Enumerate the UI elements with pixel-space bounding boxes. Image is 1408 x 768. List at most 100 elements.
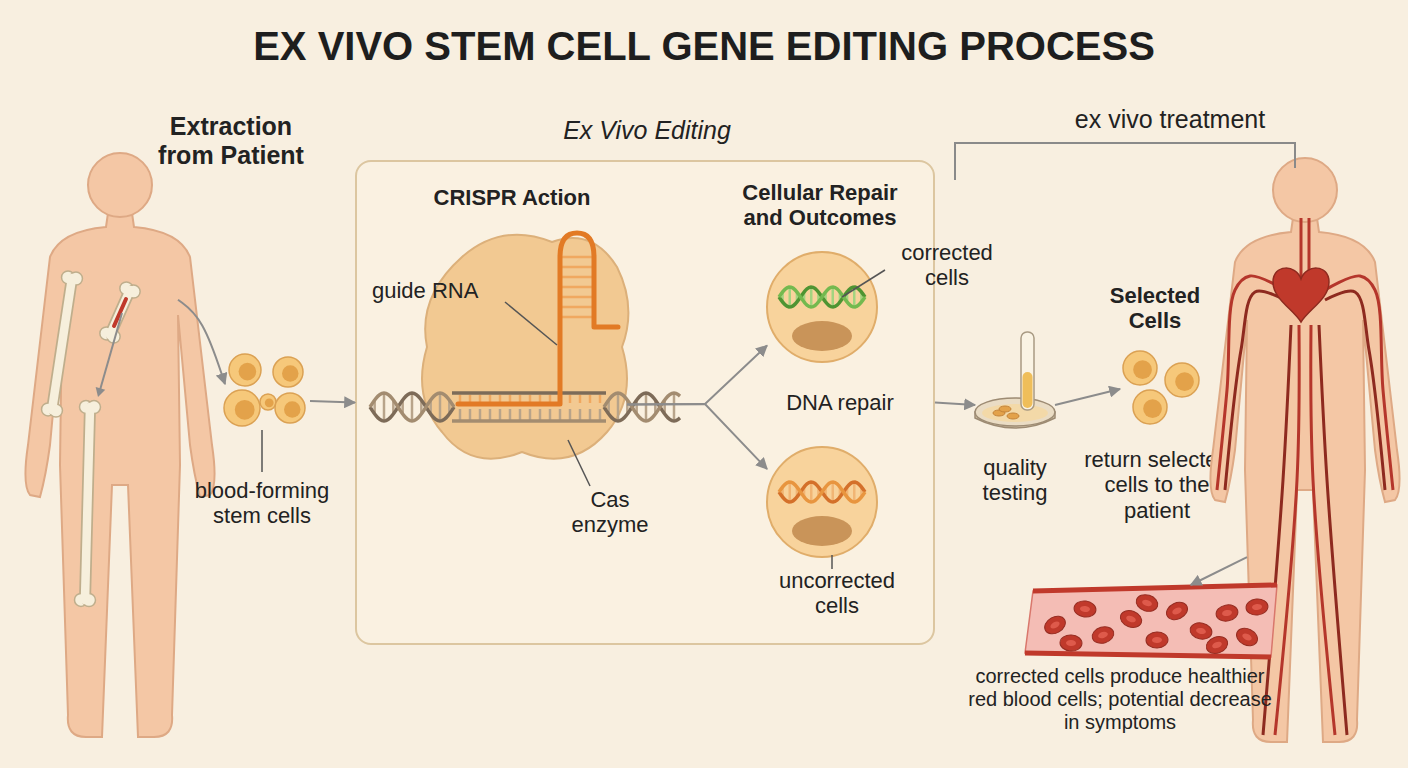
blood-vessel	[1263, 325, 1291, 735]
dna-rung	[589, 409, 592, 420]
dna-rung	[499, 409, 502, 420]
dna-rung	[529, 409, 532, 420]
step-heading: CRISPR Action	[402, 185, 622, 210]
cell-body	[1073, 600, 1097, 619]
leader-line	[568, 440, 590, 486]
bone-outline	[52, 278, 72, 410]
blood-vessel	[1217, 276, 1285, 490]
dna-strand	[452, 419, 606, 423]
section-heading: ex vivo treatment	[1050, 105, 1290, 134]
cell-body	[767, 447, 877, 557]
patient-figure: Extraction from Patient	[62, 153, 178, 740]
cell-nucleus	[1175, 372, 1194, 391]
rna-pair	[569, 395, 572, 403]
cell-center	[1195, 627, 1206, 635]
vessel-wall	[1033, 585, 1277, 591]
body-head	[1273, 158, 1337, 222]
heart-symbol	[1273, 268, 1329, 322]
shape-outline	[422, 227, 627, 467]
dna-rung	[509, 409, 512, 420]
stem-cell	[229, 354, 261, 386]
flow-arrow	[178, 300, 225, 384]
leader-line	[505, 302, 557, 345]
rna-pair	[560, 316, 594, 319]
dna-rung	[789, 287, 792, 307]
dna-strand	[604, 393, 680, 421]
dna-rung	[810, 287, 813, 307]
dish-rim	[975, 398, 1055, 426]
section-heading: Ex Vivo Editing	[547, 116, 747, 145]
stem-cell-cluster	[224, 354, 305, 472]
cell-nucleus	[282, 365, 299, 382]
cell-circle: uncorrected cells	[767, 447, 877, 557]
cell-body	[1090, 624, 1116, 645]
stem-cell	[1165, 363, 1199, 397]
cell-circle: corrected cells	[767, 252, 877, 362]
bracket	[955, 143, 1295, 180]
dna-rung	[673, 393, 676, 421]
dna-rung	[599, 409, 602, 420]
leader-line	[842, 270, 885, 297]
red-blood-cell	[1090, 624, 1116, 645]
test-tube	[1021, 332, 1034, 410]
stem-cell	[1133, 390, 1167, 424]
cell-body	[1134, 592, 1160, 614]
vessel-lumen	[1025, 585, 1277, 657]
blood-vessel-section	[1025, 585, 1277, 657]
body-head	[88, 153, 152, 217]
cell-body	[1118, 608, 1144, 631]
corrected-cell	[767, 252, 877, 362]
bone-symbol	[100, 282, 140, 343]
cell-body	[1204, 634, 1230, 657]
cell-body	[1215, 603, 1240, 623]
cell-colony	[999, 406, 1011, 412]
rna-pair	[560, 276, 594, 279]
cell-body	[1164, 599, 1191, 623]
dna-rung	[789, 482, 792, 502]
shape-outline	[225, 350, 310, 435]
bone-shaft	[52, 278, 72, 410]
shape-outline	[62, 153, 178, 740]
crispr-complex: CRISPR Action	[422, 227, 627, 467]
dish-medium	[982, 404, 1048, 422]
flow-arrow	[1055, 389, 1120, 405]
cell-colony	[1007, 413, 1019, 419]
stem-cell	[224, 390, 260, 426]
shape-outline	[975, 380, 1055, 430]
dna-rung	[832, 482, 835, 502]
dna-rung	[579, 409, 582, 420]
rna-pair	[560, 296, 594, 299]
cell-nucleus	[284, 401, 301, 418]
rna-pair	[599, 395, 602, 403]
petri-dish: quality testing	[975, 380, 1055, 430]
cell-nucleus	[235, 400, 255, 420]
dna-rung	[549, 409, 552, 420]
cell-cluster: Selected Cellsreturn selected cells to t…	[1120, 345, 1205, 425]
cell-center	[1152, 637, 1162, 643]
cell-body	[1060, 634, 1083, 651]
cell-nucleus	[1133, 360, 1152, 379]
dna-strand	[452, 391, 606, 395]
dna-rung	[539, 409, 542, 420]
selected-cell-cluster	[1123, 351, 1199, 424]
red-blood-cell	[1245, 598, 1269, 616]
flow-arrow	[935, 403, 975, 406]
dna-strand	[370, 393, 454, 421]
cell-center	[1066, 640, 1076, 647]
dna-strand	[370, 393, 454, 421]
cell-body	[1041, 613, 1068, 638]
leader-line	[261, 430, 263, 472]
cell-center	[1080, 605, 1091, 612]
flow-arrow	[627, 404, 767, 469]
rna-pair	[560, 306, 594, 309]
rna-pair	[589, 395, 592, 403]
dna-rung	[383, 393, 386, 421]
shape-outline	[1025, 585, 1280, 660]
dna-rung	[617, 393, 620, 421]
dna-rung	[459, 409, 462, 420]
shape-outline	[1120, 345, 1205, 425]
cell-center	[1097, 631, 1108, 640]
